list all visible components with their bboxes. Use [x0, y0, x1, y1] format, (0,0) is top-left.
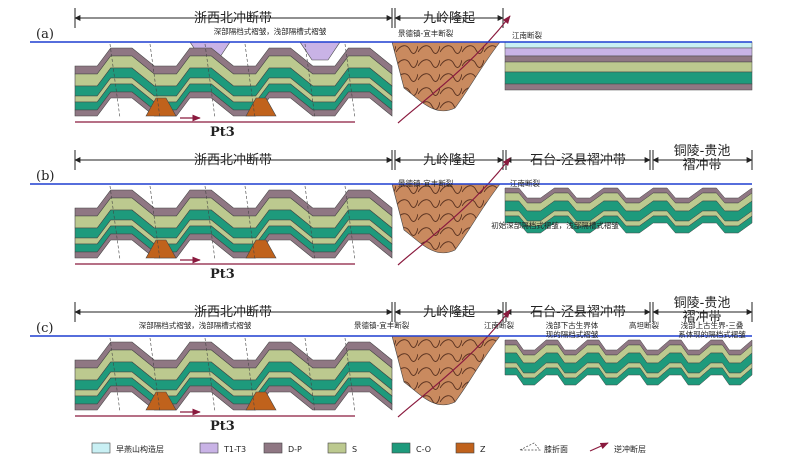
- gaotan-fault-label: 高坦断裂: [629, 320, 659, 330]
- legend-label: Z: [480, 445, 486, 454]
- legend-label: S: [352, 445, 357, 454]
- jiangnan-fault-label: 江南断裂: [512, 30, 542, 40]
- zone-title-zhexibei: 浙西北冲断带: [194, 305, 272, 320]
- legend-swatch-early_yanshan: [92, 443, 110, 453]
- panel-label: (b): [36, 169, 54, 184]
- legend-label: T1-T3: [223, 445, 246, 454]
- legend-swatch-t1_t3: [200, 443, 218, 453]
- legend-label: 膝折面: [544, 444, 568, 454]
- fold-style-note: 深部隔档式褶皱，浅部隔槽式褶皱: [214, 26, 327, 36]
- zone-title-tongling-guichi: 铜陵-贵池: [674, 296, 731, 311]
- panel-label: (a): [36, 27, 54, 42]
- zone-title-shitai-jingxian: 石台-泾县褶冲带: [530, 305, 626, 320]
- stratum-t1_t3: [505, 48, 752, 56]
- jiuling-uplift: [392, 42, 500, 111]
- legend-swatch-z: [456, 443, 474, 453]
- fold-style-note: 深部隔档式褶皱，浅部隔槽式褶皱: [139, 320, 252, 330]
- jiangnan-fault-label: 江南断裂: [484, 320, 514, 330]
- zone-title-jiuling: 九岭隆起: [423, 153, 475, 168]
- stratum-early_yanshan: [505, 42, 752, 48]
- legend-swatch-c_o: [392, 443, 410, 453]
- upper-paleozoic-note-2: 系体现的隔档式褶皱: [678, 329, 746, 339]
- legend: 早燕山构造层 T1-T3 D-P S C-O Z 膝折面 逆冲断层: [92, 443, 646, 454]
- zone-title-jiuling: 九岭隆起: [423, 11, 475, 26]
- zone-title-zhexibei: 浙西北冲断带: [194, 11, 272, 26]
- stratum-d_p: [505, 56, 752, 62]
- panel-c: 浙西北冲断带九岭隆起石台-泾县褶冲带铜陵-贵池褶冲带(c)Pt3深部隔档式褶皱，…: [30, 296, 752, 434]
- legend-label: C-O: [416, 445, 431, 454]
- pt3-label: Pt3: [210, 267, 235, 282]
- legend-label: 早燕山构造层: [116, 444, 164, 454]
- jiangnan-fault-label: 江南断裂: [510, 178, 540, 188]
- stratum-s: [505, 62, 752, 72]
- jingdezhen-yifeng-fault-label: 景德镇-宜丰断裂: [398, 28, 454, 38]
- lower-paleozoic-note: 浅部下古生界体: [546, 320, 599, 330]
- jingdezhen-yifeng-fault-label: 景德镇-宜丰断裂: [398, 178, 454, 188]
- legend-swatch-d_p: [264, 443, 282, 453]
- pt3-label: Pt3: [210, 125, 235, 140]
- legend-label: 逆冲断层: [614, 444, 646, 454]
- jiuling-uplift: [392, 336, 500, 405]
- legend-swatch-s: [328, 443, 346, 453]
- jingdezhen-yifeng-fault-label: 景德镇-宜丰断裂: [354, 320, 410, 330]
- legend-swatch-kink: [520, 443, 540, 450]
- zone-title-fold-thrust-belt: 褶冲带: [682, 158, 721, 173]
- lower-paleozoic-note-2: 现的隔档式褶皱: [546, 329, 599, 339]
- jiuling-uplift: [392, 184, 500, 253]
- legend-swatch-thrust: [590, 443, 608, 451]
- legend-label: D-P: [288, 445, 302, 454]
- stratum-c_o: [505, 72, 752, 84]
- upper-paleozoic-note: 浅部上古生界-三叠: [681, 320, 744, 330]
- zone-title-tongling-guichi: 铜陵-贵池: [674, 144, 731, 159]
- panel-label: (c): [36, 321, 53, 336]
- initial-fold-note: 初始深部隔档式褶皱，浅部隔槽式褶皱: [491, 220, 619, 230]
- zone-title-zhexibei: 浙西北冲断带: [194, 153, 272, 168]
- pt3-label: Pt3: [210, 419, 235, 434]
- zone-title-shitai-jingxian: 石台-泾县褶冲带: [530, 153, 626, 168]
- panel-a: 浙西北冲断带 九岭隆起 (a) Pt3 深部隔档式褶皱，浅部隔槽式褶皱 景德镇-宜丰断裂 江…: [30, 8, 752, 140]
- zone-title-jiuling: 九岭隆起: [423, 305, 475, 320]
- stratum-d_p: [505, 84, 752, 90]
